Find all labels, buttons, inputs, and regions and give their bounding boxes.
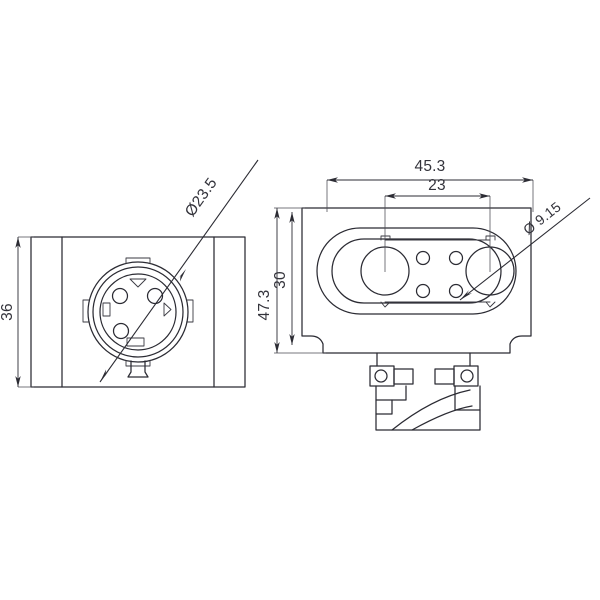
lower-housing-outline — [375, 385, 481, 431]
bracket-pin-left — [374, 369, 388, 383]
bracket-tab-right — [434, 368, 455, 385]
dim-label-45-3: 45.3 — [415, 158, 446, 175]
connector-inner-ring — [99, 273, 177, 351]
dia-9-15-leader-line — [459, 197, 591, 301]
lower-housing-step-upper — [375, 385, 407, 401]
dim-label-30: 30 — [272, 271, 289, 289]
inner-key-notch-left — [102, 302, 111, 317]
dia-23-5-leader-arrow-upper — [177, 269, 186, 282]
side-view-body-outline — [301, 207, 532, 354]
dim-label-47-3: 47.3 — [256, 290, 273, 321]
lower-bracket-assembly — [369, 352, 481, 431]
lower-housing-curve-lower — [411, 405, 473, 431]
bracket-tab-left — [393, 368, 414, 385]
pin-hole-3 — [112, 322, 130, 340]
small-hole-bottom-right — [448, 283, 464, 299]
flange-slot-tab-bottom-right — [485, 301, 496, 308]
pin-hole-1 — [111, 287, 129, 305]
lower-housing-step-lower — [375, 399, 393, 415]
front-view-connector-shell — [87, 261, 189, 363]
small-hole-top-right — [448, 250, 464, 266]
keyway-tab-top — [125, 257, 151, 264]
flange-slot-tab-top-right — [485, 235, 496, 241]
flange-slot-tab-top-left — [380, 235, 391, 241]
bracket-pin-right — [460, 369, 474, 383]
flange-inner-obround — [331, 238, 502, 304]
dim-label-36: 36 — [0, 303, 16, 321]
dia-9-15-leader-arrow — [460, 290, 472, 300]
connector-mid-ring — [92, 266, 184, 358]
keyway-tab-bottom — [125, 360, 151, 367]
connector-bottom-lug — [127, 360, 149, 378]
keyway-tab-left — [82, 299, 90, 323]
inner-key-notch-bottom — [126, 337, 145, 347]
inner-key-notch-top — [129, 278, 147, 288]
dim-label-23: 23 — [428, 177, 446, 194]
dia-23-5-leader-line — [99, 159, 259, 383]
keyway-tab-right — [186, 299, 194, 323]
small-hole-bottom-left — [415, 283, 431, 299]
connector-outer-ring — [87, 261, 189, 363]
inner-key-notch-right — [163, 302, 172, 317]
pin-hole-2 — [146, 287, 164, 305]
small-hole-top-left — [415, 250, 431, 266]
flange-slot-tab-bottom-left — [380, 301, 391, 308]
flange-outer-obround — [316, 227, 517, 315]
dia-23-5-leader-arrow-lower — [100, 369, 109, 382]
connector-keyway-tabs — [82, 257, 194, 367]
front-view-body-outline — [30, 236, 246, 388]
lower-housing-curve-upper — [391, 389, 471, 431]
